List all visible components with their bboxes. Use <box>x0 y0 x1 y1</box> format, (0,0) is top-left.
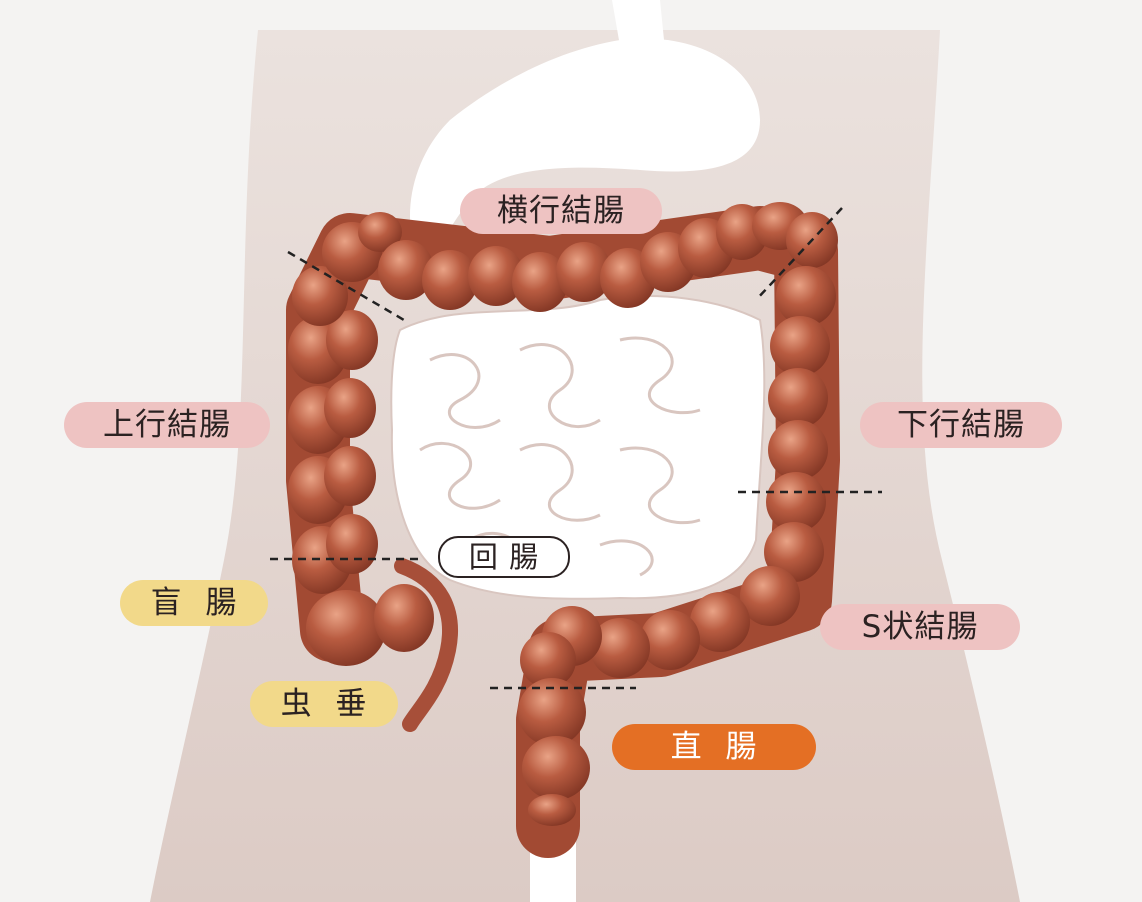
esophagus-shape <box>612 0 664 46</box>
label-ileum: 回 腸 <box>438 536 570 578</box>
label-descending-colon: 下行結腸 <box>860 402 1062 448</box>
label-transverse-colon: 横行結腸 <box>460 188 662 234</box>
label-rectum: 直 腸 <box>612 724 816 770</box>
label-appendix: 虫 垂 <box>250 681 398 727</box>
label-sigmoid-colon: S状結腸 <box>820 604 1020 650</box>
label-cecum: 盲 腸 <box>120 580 268 626</box>
label-ascending-colon: 上行結腸 <box>64 402 270 448</box>
